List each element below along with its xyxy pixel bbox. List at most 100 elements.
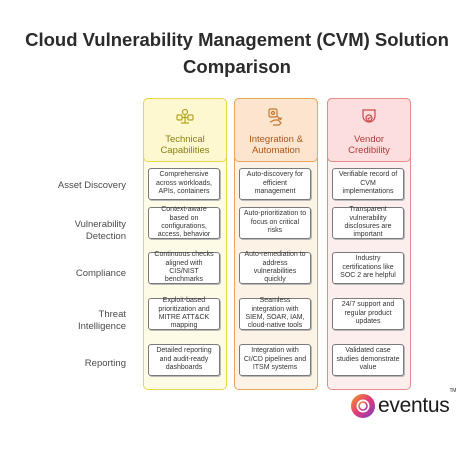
cell-line: 24/7 support and <box>341 301 395 309</box>
header-line: Automation <box>251 145 301 156</box>
cell-line: Auto-discovery for <box>246 171 304 179</box>
page-title: Cloud Vulnerability Management (CVM) Sol… <box>0 26 474 80</box>
cell-line: access, behavior <box>157 231 211 239</box>
header-line: Integration & <box>249 134 303 145</box>
cell-line: cloud-native tools <box>247 322 303 330</box>
title-line-2: Comparison <box>183 56 291 77</box>
column-header-integration-automation: Integration & Automation <box>234 98 318 162</box>
cell-line: address <box>262 259 288 267</box>
logo-trademark: TM <box>449 388 457 394</box>
cell-line: studies demonstrate <box>336 355 400 363</box>
cell-line: Validated case <box>345 347 391 355</box>
cell-line: CIS/NIST <box>169 268 199 275</box>
cell-line: SOC 2 are helpful <box>340 272 396 280</box>
column-header-label: Technical Capabilities <box>160 134 209 156</box>
cell-line: prioritization and <box>158 305 210 313</box>
cell-line: integration with <box>251 305 299 313</box>
column-header-technical-capabilities: Technical Capabilities <box>143 98 227 162</box>
row-label-line: Intelligence <box>77 321 126 332</box>
cell-line: disclosures are <box>344 223 392 230</box>
header-line: Capabilities <box>160 145 210 156</box>
integration-hand-icon <box>268 108 283 126</box>
row-label-line: Threat <box>98 309 126 320</box>
cell-line: risks <box>267 227 283 235</box>
cell-line: management <box>254 188 296 196</box>
header-line: Technical <box>165 134 205 145</box>
cell-line: implementations <box>342 188 394 196</box>
cell-line: Detailed reporting <box>156 347 212 355</box>
cell-line: benchmarks <box>164 276 204 284</box>
cell-line: mapping <box>170 322 198 330</box>
cell-line: aligned with <box>165 259 203 267</box>
cell-line: vulnerability <box>349 214 387 222</box>
cell-line: CVM <box>360 179 376 187</box>
cell-line: efficient <box>262 179 287 187</box>
cell-line: SIEM, SOAR, IAM, <box>245 314 305 321</box>
cell-line: Comprehensive <box>159 171 209 179</box>
row-label-asset-discovery: Asset Discovery <box>0 180 126 192</box>
eventus-logo: eventusTM <box>350 388 456 419</box>
row-label-compliance: Compliance <box>0 268 126 280</box>
cell-line: Seamless <box>259 297 291 305</box>
cell-line: Verifiable record of <box>338 171 398 179</box>
cell-line: Context-aware <box>161 206 207 214</box>
cell-line: focus on critical <box>250 218 300 226</box>
row-label-line: Reporting <box>84 358 126 369</box>
cell-line: configurations, <box>161 223 207 230</box>
cell-line: Auto-prioritization to <box>243 210 307 218</box>
logo-text: eventus <box>378 394 450 417</box>
row-label-line: Asset Discovery <box>57 180 126 191</box>
header-line: Vendor <box>353 134 385 145</box>
cell-line: across workloads, <box>155 179 213 187</box>
row-label-line: Compliance <box>75 268 126 279</box>
cell-line: and audit-ready <box>159 355 209 363</box>
cell-line: MITRE ATT&CK <box>158 314 210 321</box>
header-line: Credibility <box>348 145 390 156</box>
cell-line: Auto-remediation to <box>244 251 306 259</box>
cell-line: Exploit-based <box>162 297 206 305</box>
cell-line: Integration with <box>251 347 299 355</box>
cell-line: updates <box>355 318 381 326</box>
row-label-line: Vulnerability <box>74 219 126 230</box>
row-label-reporting: Reporting <box>0 358 126 370</box>
cell-line: quickly <box>264 276 286 284</box>
cell-line: dashboards <box>165 364 203 372</box>
column-header-label: Vendor Credibility <box>348 134 390 156</box>
cell-line: Transparent <box>349 206 387 214</box>
cell-line: Industry <box>355 255 381 263</box>
cell-line: CI/CD pipelines and <box>243 355 307 363</box>
cell-line: based on <box>169 214 199 222</box>
row-label-vulnerability-detection: Vulnerability Detection <box>0 219 126 243</box>
cell-line: vulnerabilities <box>253 268 297 275</box>
cell-line: Continuous checks <box>154 251 214 259</box>
gear-network-icon <box>176 108 194 124</box>
column-header-vendor-credibility: Vendor Credibility <box>327 98 411 162</box>
verified-badge-icon <box>362 109 376 123</box>
